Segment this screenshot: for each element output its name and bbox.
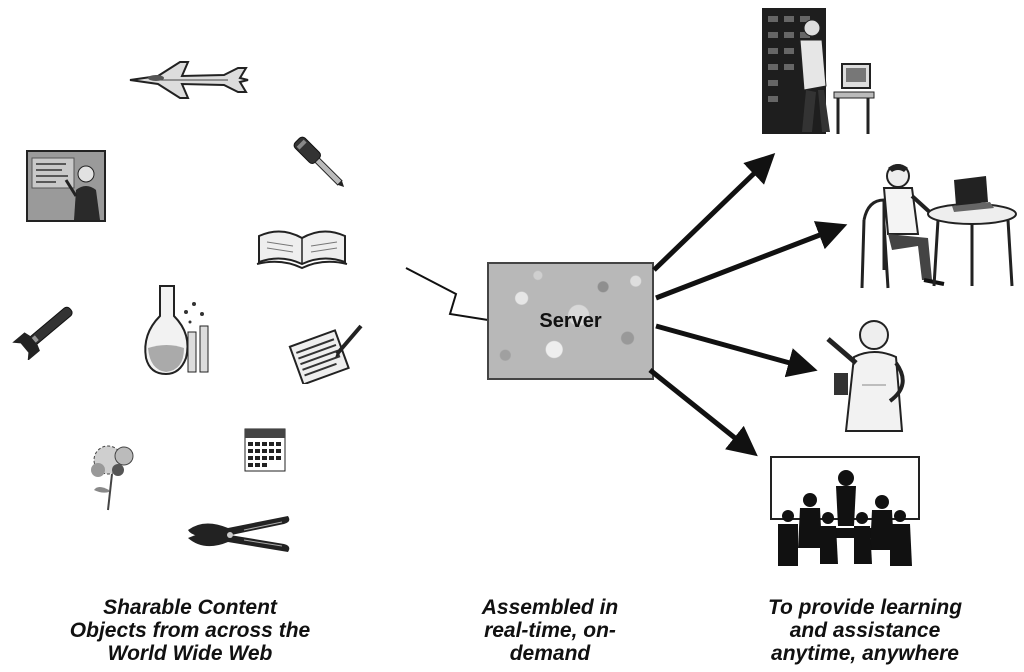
- caption-provide-learning: To provide learning and assistance anyti…: [715, 596, 1015, 665]
- arrow-to-pointing-person: [655, 323, 818, 378]
- notepad-with-pen-icon: [287, 318, 365, 384]
- caption-line: Sharable Content: [103, 596, 277, 619]
- open-book-icon: [255, 222, 349, 272]
- caption-line: and assistance: [789, 619, 941, 642]
- caption-sharable-content: Sharable Content Objects from across the…: [40, 596, 340, 665]
- technician-at-rack-icon: [760, 6, 875, 138]
- wrench-icon: [8, 300, 84, 360]
- network-link-line: [400, 262, 490, 324]
- teacher-at-board-icon: [26, 150, 106, 222]
- person-at-laptop-desk-icon: [848, 160, 1020, 290]
- classroom-group-icon: [770, 456, 920, 568]
- arrow-to-classroom: [648, 368, 758, 457]
- screwdriver-icon: [286, 130, 354, 196]
- server-label: Server: [539, 309, 602, 332]
- caption-line: Assembled in: [481, 596, 619, 619]
- distribution-arrows: [640, 130, 870, 470]
- pliers-icon: [184, 508, 294, 560]
- caption-line: Objects from across the: [69, 619, 311, 642]
- lab-flask-icon: [140, 282, 220, 378]
- caption-assembled: Assembled in real-time, on- demand: [450, 596, 650, 665]
- caption-line: To provide learning: [767, 596, 963, 619]
- caption-line: World Wide Web: [107, 642, 273, 665]
- pointing-person-icon: [826, 305, 921, 435]
- server-box: Server: [487, 262, 654, 380]
- flower-plant-icon: [78, 440, 148, 512]
- arrow-to-technician: [652, 153, 776, 272]
- fighter-jet-icon: [128, 58, 250, 102]
- caption-line: anytime, anywhere: [771, 642, 959, 665]
- caption-line: demand: [509, 642, 591, 665]
- caption-line: real-time, on-: [484, 619, 616, 642]
- calendar-icon: [244, 428, 286, 472]
- arrow-to-laptop-user: [655, 221, 848, 301]
